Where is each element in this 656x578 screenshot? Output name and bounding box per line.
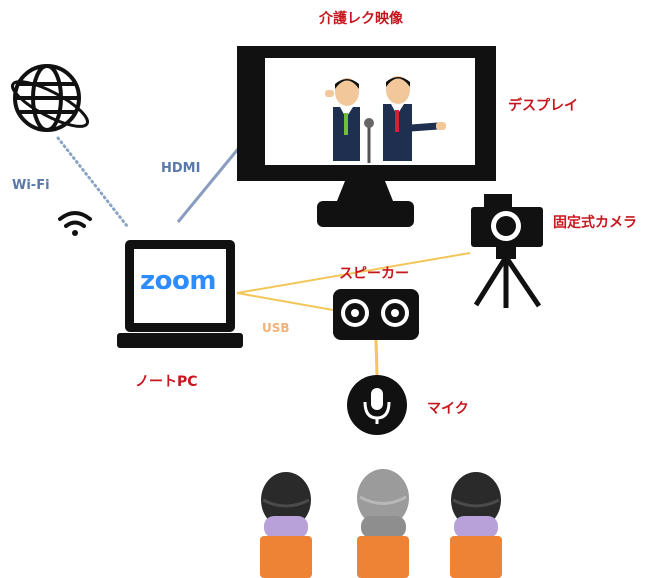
usb-cable-speaker — [236, 292, 334, 311]
hdmi-cable — [176, 137, 249, 223]
zoom-logo: zoom — [140, 266, 216, 296]
laptop-label: ノートPC — [135, 374, 198, 390]
person-icon — [357, 469, 409, 578]
wifi-label: Wi-Fi — [12, 178, 50, 193]
presenter-left — [325, 78, 360, 161]
video-title-label: 介護レク映像 — [319, 11, 403, 27]
display-label: デスプレイ — [508, 98, 578, 114]
globe-icon — [10, 64, 90, 132]
person-icon — [450, 472, 502, 578]
camera-label: 固定式カメラ — [553, 215, 637, 231]
stand-microphone — [364, 118, 374, 163]
usb-cable-camera — [236, 252, 471, 294]
camera-icon — [471, 194, 543, 308]
mic-cable — [374, 339, 379, 376]
laptop — [117, 240, 243, 348]
display-monitor — [237, 46, 496, 227]
speaker-label: スピーカー — [339, 266, 409, 282]
person-icon — [260, 472, 312, 578]
hdmi-label: HDMI — [161, 161, 201, 176]
presenter-right — [383, 76, 446, 161]
wifi-link — [56, 136, 129, 228]
wifi-icon — [58, 211, 92, 236]
speaker-icon — [333, 289, 419, 340]
usb-label: USB — [262, 321, 290, 335]
microphone-icon — [347, 375, 407, 435]
mic-label: マイク — [427, 401, 469, 417]
